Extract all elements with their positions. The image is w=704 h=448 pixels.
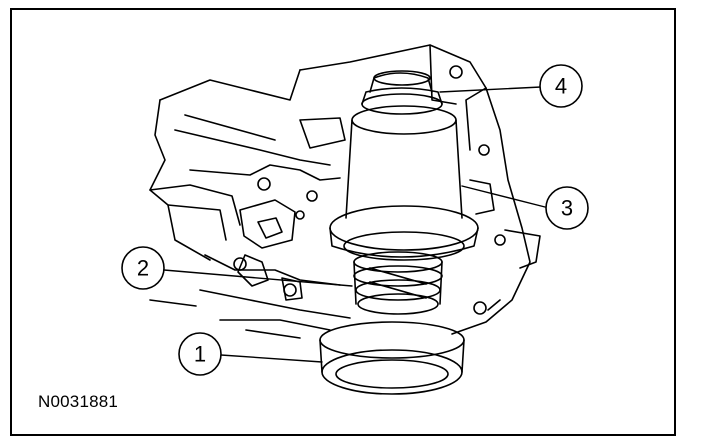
leader-line-2 [163, 269, 353, 287]
part-2-spring [353, 251, 443, 315]
callout-2: 2 [121, 246, 165, 290]
transmission-case-outline [149, 44, 541, 339]
figure-id-label: N0031881 [38, 392, 119, 411]
leader-line-4 [439, 86, 542, 93]
leader-lines [163, 86, 546, 363]
callout-circle [545, 186, 589, 230]
callout-3: 3 [545, 186, 589, 230]
part-3-piston-body [329, 105, 479, 261]
callout-4: 4 [539, 64, 583, 108]
callout-number: 3 [561, 196, 573, 221]
part-4-top-seal [361, 70, 443, 115]
callout-circle [121, 246, 165, 290]
callout-circle [539, 64, 583, 108]
callout-number: 2 [137, 256, 149, 281]
leader-line-3 [461, 185, 546, 208]
part-1-seal-ring [319, 321, 465, 395]
callout-number: 4 [555, 74, 567, 99]
callout-circle [178, 332, 222, 376]
callout-number: 1 [194, 342, 206, 367]
leader-line-1 [220, 354, 323, 363]
callout-1: 1 [178, 332, 222, 376]
